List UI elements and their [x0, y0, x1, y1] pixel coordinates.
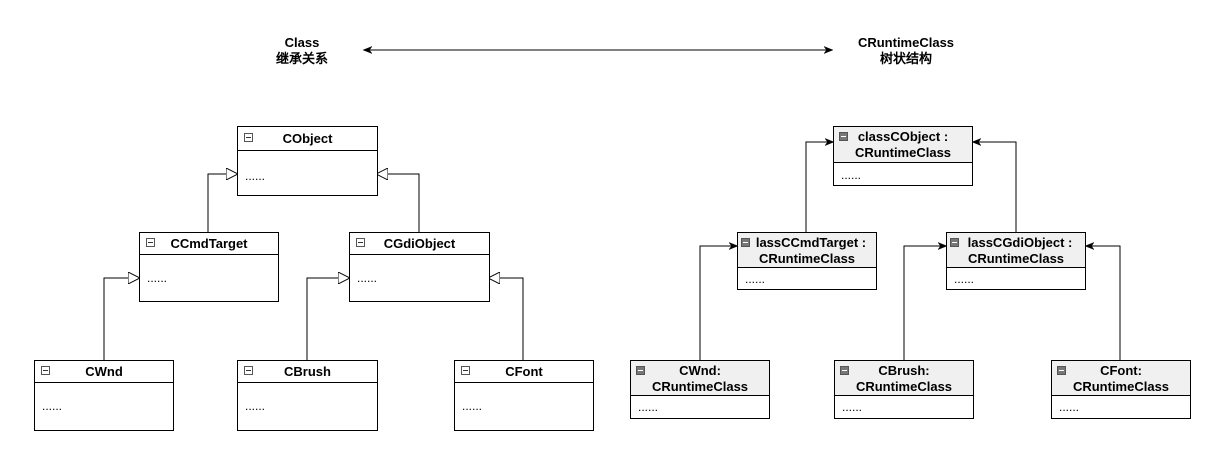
- runtime-body: ......: [841, 168, 862, 182]
- edge-cfont-to-classcgdiobject: [1086, 246, 1121, 360]
- class-name: CFont: [505, 364, 543, 379]
- runtime-name-line2: CRuntimeClass: [1072, 379, 1170, 394]
- collapse-icon[interactable]: [461, 366, 470, 375]
- class-box-header: CCmdTarget: [140, 233, 278, 255]
- runtime-box-header: classCObject : CRuntimeClass: [834, 127, 972, 163]
- runtime-body: ......: [638, 400, 659, 414]
- runtime-box-classcobject[interactable]: classCObject : CRuntimeClass ......: [833, 126, 973, 186]
- collapse-icon[interactable]: [244, 366, 253, 375]
- runtime-name-line2: CRuntimeClass: [967, 251, 1065, 266]
- class-body: ......: [42, 399, 63, 413]
- runtime-box-header: lassCGdiObject : CRuntimeClass: [947, 233, 1085, 268]
- runtime-box-classccmdtarget[interactable]: lassCCmdTarget : CRuntimeClass ......: [737, 232, 877, 290]
- class-box-cgdiobject[interactable]: CGdiObject ......: [349, 232, 490, 302]
- class-name: CBrush: [284, 364, 331, 379]
- collapse-icon[interactable]: [356, 238, 365, 247]
- runtime-box-header: CWnd: CRuntimeClass: [631, 361, 769, 396]
- runtime-name-line1: CBrush:: [878, 363, 930, 378]
- runtime-name-line1: CWnd:: [679, 363, 721, 378]
- class-box-cwnd[interactable]: CWnd ......: [34, 360, 174, 431]
- collapse-icon[interactable]: [741, 238, 750, 247]
- class-box-cobject[interactable]: CObject ......: [237, 126, 378, 196]
- runtime-body: ......: [954, 272, 975, 286]
- class-name: CCmdTarget: [170, 236, 248, 251]
- class-body: ......: [245, 399, 266, 413]
- collapse-icon[interactable]: [839, 132, 848, 141]
- header-left-line2: 继承关系: [275, 51, 328, 66]
- runtime-box-cfont[interactable]: CFont: CRuntimeClass ......: [1051, 360, 1191, 419]
- collapse-icon[interactable]: [636, 366, 645, 375]
- runtime-body: ......: [1059, 400, 1080, 414]
- header-left: Class 继承关系: [262, 35, 342, 67]
- collapse-icon[interactable]: [950, 238, 959, 247]
- edge-cbrush-to-classcgdiobject: [903, 246, 946, 360]
- class-body: ......: [357, 271, 378, 285]
- runtime-box-classcgdiobject[interactable]: lassCGdiObject : CRuntimeClass ......: [946, 232, 1086, 290]
- runtime-name-line2: CRuntimeClass: [855, 379, 953, 394]
- runtime-name-line1: lassCCmdTarget :: [755, 235, 867, 250]
- runtime-box-cwnd[interactable]: CWnd: CRuntimeClass ......: [630, 360, 770, 419]
- collapse-icon[interactable]: [41, 366, 50, 375]
- header-right-line1: CRuntimeClass: [857, 35, 955, 50]
- edge-cwnd-to-classccmdtarget: [699, 246, 737, 360]
- class-name: CWnd: [85, 364, 123, 379]
- class-body: ......: [245, 169, 266, 183]
- collapse-icon[interactable]: [1057, 366, 1066, 375]
- edge-ccmdtarget-to-cobject: [207, 174, 237, 232]
- class-name: CGdiObject: [383, 236, 456, 251]
- header-right-line2: 树状结构: [879, 51, 932, 66]
- runtime-name-line1: classCObject :: [857, 129, 949, 144]
- runtime-name-line2: CRuntimeClass: [758, 251, 856, 266]
- runtime-body: ......: [842, 400, 863, 414]
- runtime-box-cbrush[interactable]: CBrush: CRuntimeClass ......: [834, 360, 974, 419]
- class-box-ccmdtarget[interactable]: CCmdTarget ......: [139, 232, 279, 302]
- edge-cbrush-to-cgdiobject: [306, 278, 349, 360]
- collapse-icon[interactable]: [840, 366, 849, 375]
- collapse-icon[interactable]: [146, 238, 155, 247]
- class-box-header: CGdiObject: [350, 233, 489, 255]
- runtime-box-header: CBrush: CRuntimeClass: [835, 361, 973, 396]
- runtime-box-header: lassCCmdTarget : CRuntimeClass: [738, 233, 876, 268]
- class-box-cbrush[interactable]: CBrush ......: [237, 360, 378, 431]
- class-box-header: CObject: [238, 127, 377, 151]
- class-box-header: CBrush: [238, 361, 377, 383]
- runtime-name-line2: CRuntimeClass: [651, 379, 749, 394]
- runtime-name-line1: lassCGdiObject :: [967, 235, 1073, 250]
- edge-cfont-to-cgdiobject: [489, 278, 524, 360]
- header-left-line1: Class: [284, 35, 320, 50]
- edge-classcgdiobject-to-classcobject: [973, 142, 1017, 232]
- runtime-name-line1: CFont:: [1100, 363, 1142, 378]
- class-box-header: CFont: [455, 361, 593, 383]
- edge-cwnd-to-ccmdtarget: [103, 278, 139, 360]
- class-body: ......: [462, 399, 483, 413]
- runtime-body: ......: [745, 272, 766, 286]
- runtime-box-header: CFont: CRuntimeClass: [1052, 361, 1190, 396]
- edge-classccmdtarget-to-classcobject: [805, 142, 833, 232]
- class-name: CObject: [282, 131, 333, 146]
- class-box-header: CWnd: [35, 361, 173, 383]
- collapse-icon[interactable]: [244, 133, 253, 142]
- header-right: CRuntimeClass 树状结构: [846, 35, 966, 67]
- class-box-cfont[interactable]: CFont ......: [454, 360, 594, 431]
- class-body: ......: [147, 271, 168, 285]
- edge-cgdiobject-to-cobject: [377, 174, 420, 232]
- runtime-name-line2: CRuntimeClass: [854, 145, 952, 160]
